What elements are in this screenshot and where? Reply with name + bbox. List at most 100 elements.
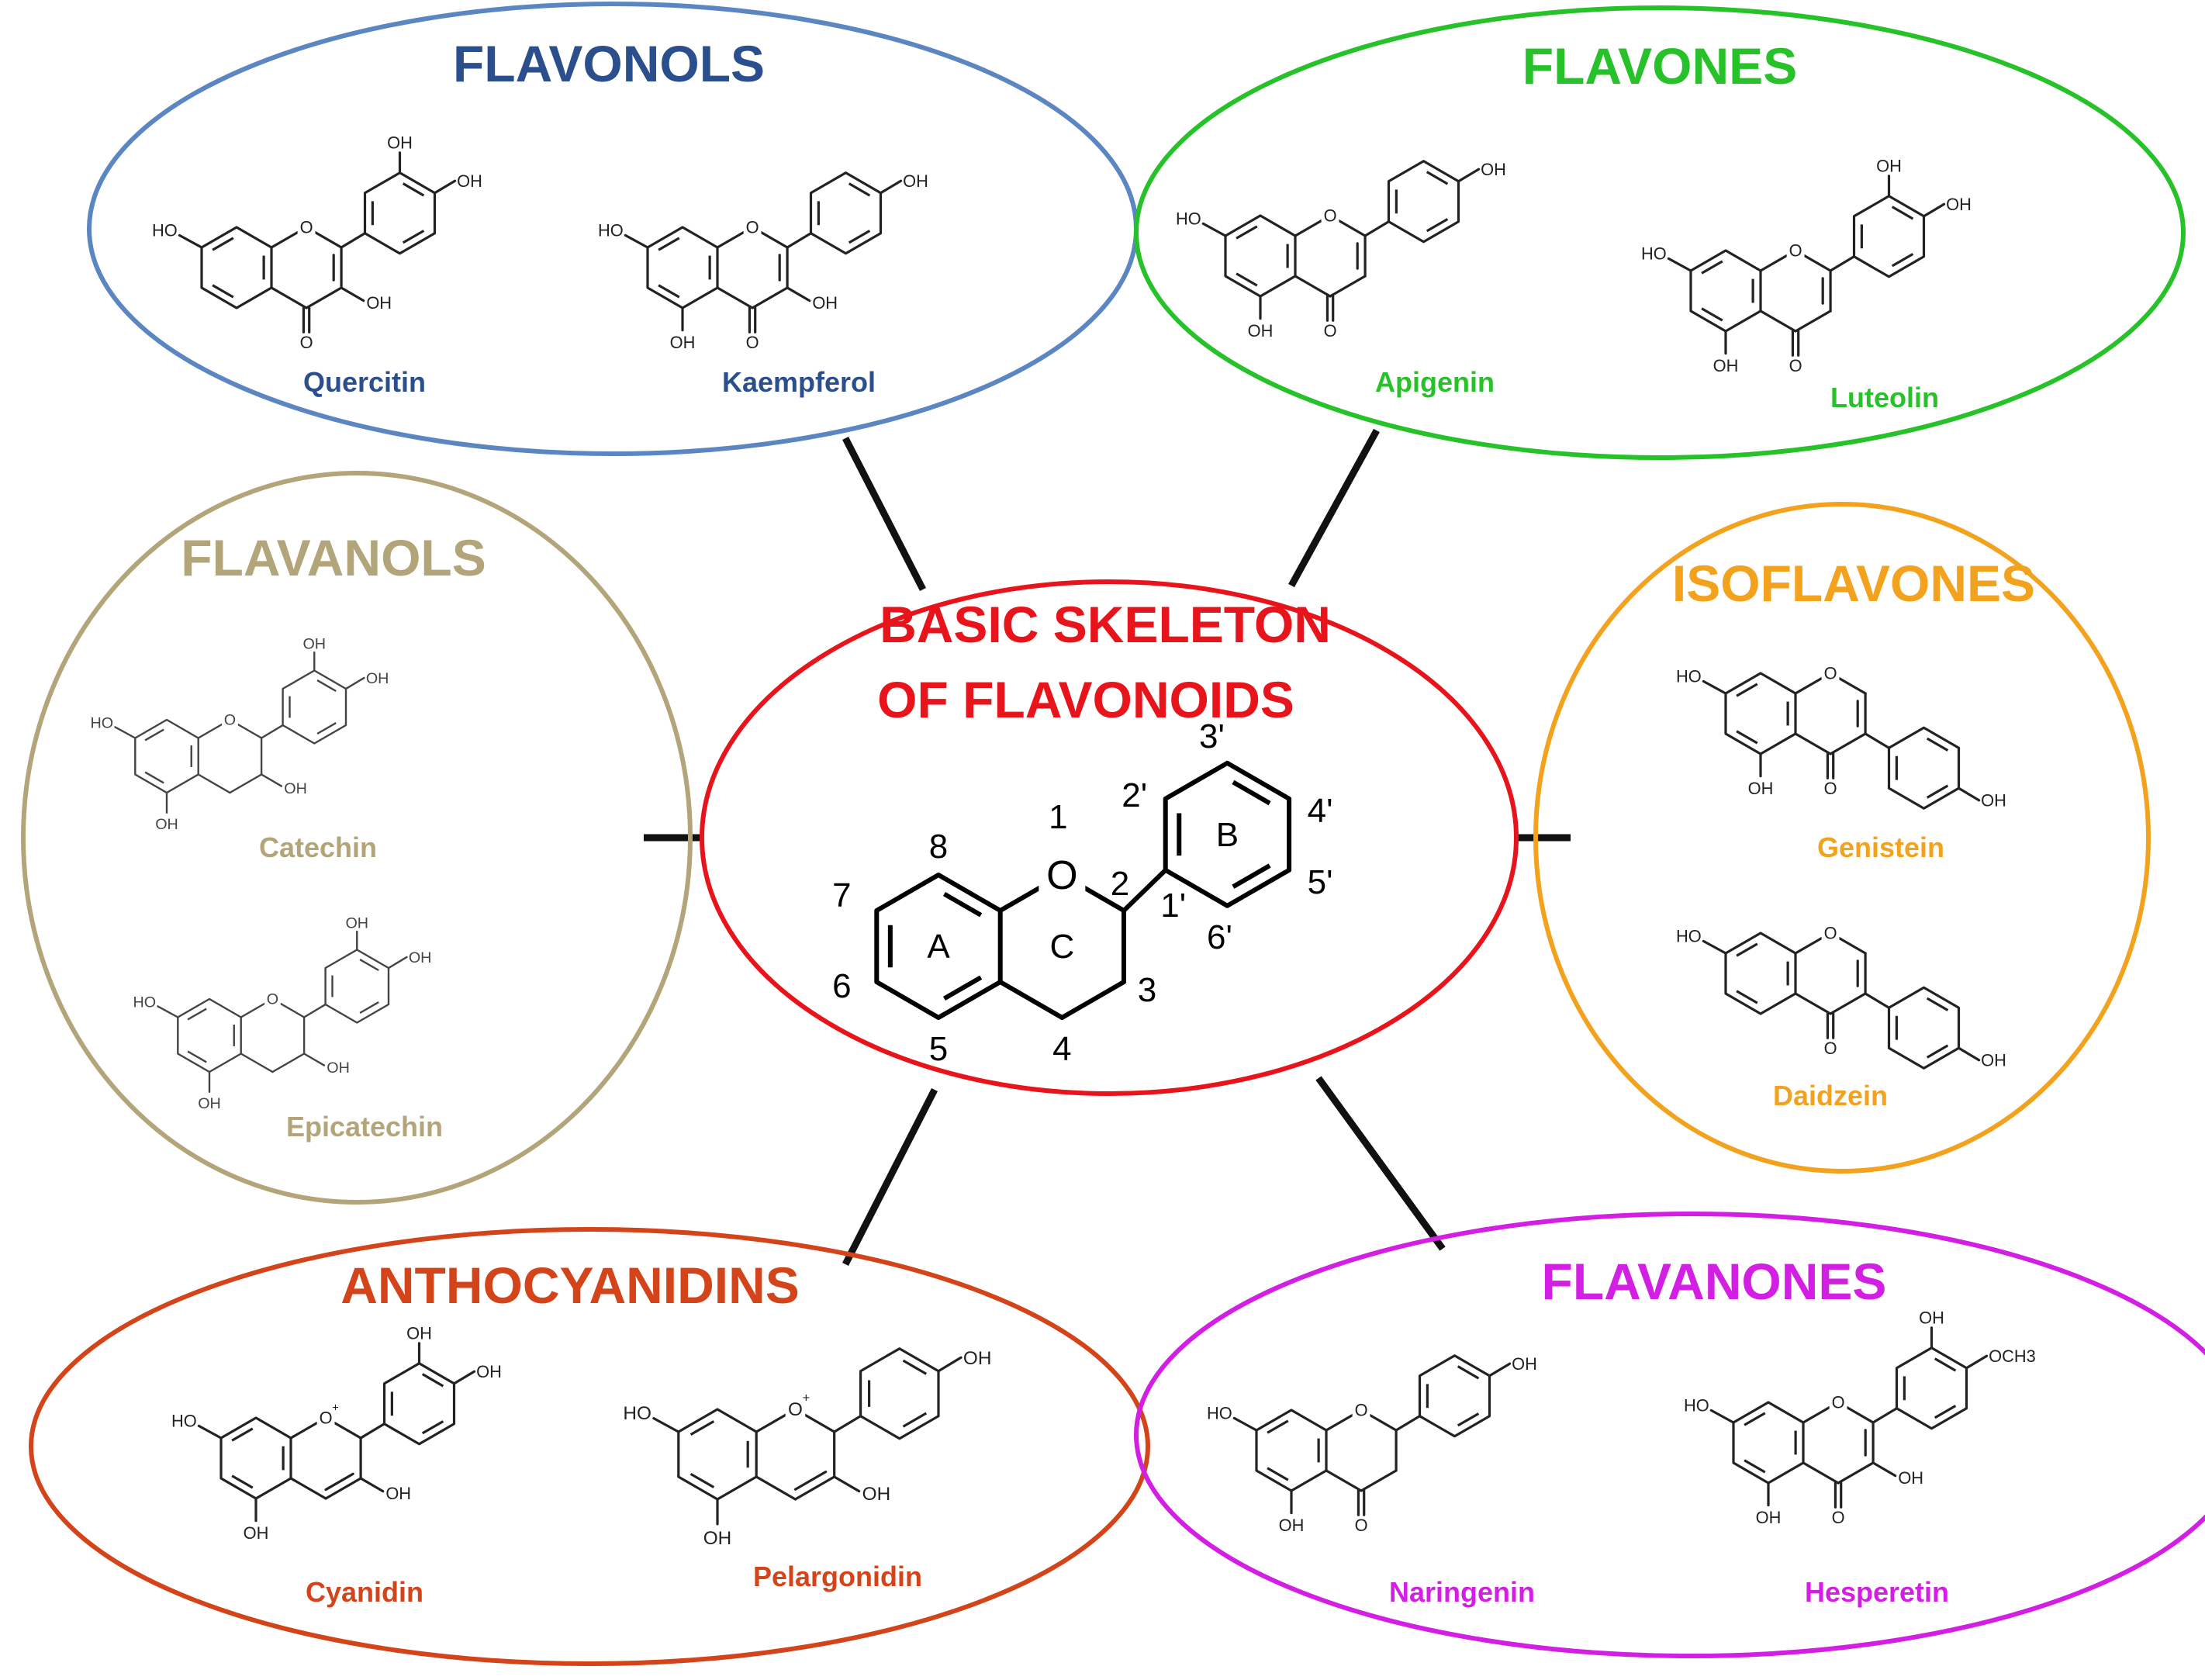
daidzein-a7-oh: HO [1676, 926, 1702, 945]
genistein-ring-b-double-bond [1926, 784, 1949, 799]
genistein-ring-oxygen: O [1824, 663, 1837, 683]
hesperetin-ring-b-double-bond [1934, 1405, 1957, 1419]
naringenin-ring-a [1255, 1409, 1328, 1492]
catechin-ring-oxygen: O [224, 712, 236, 729]
skeleton-ring-b-double-bond [1232, 780, 1271, 806]
quercitin-ring-a-double-bond [212, 237, 234, 251]
kaempferol-name: Kaempferol [722, 366, 876, 398]
hesperetin-ring-a [1732, 1401, 1805, 1485]
hesperetin-b4-substituent: OCH3 [1989, 1346, 2036, 1366]
kaempferol-ring-b [809, 171, 883, 255]
apigenin-b4-substituent: OH [1481, 160, 1506, 179]
cyanidin-a7-oh-bond [197, 1424, 223, 1440]
cyanidin-ring-b [382, 1362, 456, 1446]
daidzein-ring-c-bond [1794, 992, 1832, 1015]
daidzein-name: Daidzein [1773, 1080, 1888, 1111]
pelargonidin-plus-charge: + [803, 1391, 810, 1405]
epicatechin-cb-bond [302, 1003, 327, 1018]
skeleton-cb-bond [1122, 867, 1168, 913]
center-ellipse [700, 579, 1519, 1096]
apigenin-ring-a [1224, 214, 1297, 298]
quercitin-c3-oh-bond [340, 286, 365, 302]
naringenin-a7-oh-bond [1232, 1416, 1258, 1432]
flavanones-ellipse [1134, 1212, 2205, 1658]
quercitin-ring-c-bond [270, 286, 308, 309]
naringenin-a5-oh: OH [1279, 1516, 1305, 1535]
epicatechin-b4-substituent: OH [409, 949, 432, 966]
genistein-ring-a [1724, 672, 1797, 755]
genistein-keto-oxygen: O [1824, 779, 1837, 798]
hesperetin-keto-oxygen: O [1832, 1508, 1845, 1527]
daidzein-ring-oxygen: O [1824, 923, 1837, 942]
kaempferol-keto-oxygen: O [746, 333, 759, 352]
kaempferol-c3-oh-bond [786, 286, 811, 302]
genistein-a7-oh-bond [1702, 679, 1727, 695]
cyanidin-ring-a-double-bond [231, 1427, 254, 1442]
label-bg [297, 216, 316, 235]
naringenin-a7-oh: HO [1207, 1403, 1232, 1422]
skeleton-ring-b [1163, 760, 1292, 908]
epicatechin-b4-oh-bond [387, 956, 408, 970]
catechin-a5-oh: OH [155, 816, 178, 833]
apigenin-cb-bond [1363, 220, 1391, 237]
pelargonidin-ring-b [859, 1347, 940, 1440]
quercitin-ring-oxygen: O [300, 217, 313, 237]
isoflavones-title: ISOFLAVONES [1672, 555, 2035, 612]
epicatechin-c3-oh: OH [327, 1060, 350, 1077]
apigenin-ring-c-bond [1294, 275, 1332, 298]
label-bg [264, 988, 281, 1006]
pelargonidin-c34-double [793, 1471, 828, 1491]
skeleton-position-p5p: 5' [1308, 863, 1333, 901]
label-bg [1821, 662, 1840, 681]
genistein-a7-oh: HO [1676, 666, 1702, 686]
skeleton-position-p7: 7 [832, 876, 851, 914]
pelargonidin-ring-a [677, 1408, 758, 1501]
pelargonidin-a5-oh: OH [703, 1528, 732, 1549]
catechin-ring-a [134, 718, 199, 794]
naringenin-b4-oh-bond [1488, 1362, 1512, 1378]
hesperetin-ring-b-double-bond [1934, 1357, 1957, 1372]
hesperetin-a5-oh: OH [1756, 1508, 1782, 1527]
daidzein-ring-a [1724, 932, 1797, 1015]
luteolin-a7-oh: HO [1641, 244, 1667, 263]
luteolin-ring-c-bond [1759, 309, 1797, 333]
luteolin-ring-b-double-bond [1891, 253, 1914, 268]
label-bg [743, 216, 762, 235]
skeleton-ring-b-double-bond [1232, 863, 1271, 889]
pelargonidin-c3-oh-bond [833, 1475, 861, 1493]
isoflavones-ellipse [1533, 502, 2151, 1174]
flavanols-title: FLAVANOLS [181, 529, 486, 586]
skeleton-position-p1: 1 [1049, 798, 1067, 836]
quercitin-b4-oh-bond [433, 179, 457, 195]
apigenin-ring-b-double-bond [1426, 218, 1449, 233]
epicatechin-a5-oh: OH [198, 1095, 221, 1112]
daidzein-keto-oxygen: O [1824, 1039, 1837, 1058]
pelargonidin-a7-oh: HO [623, 1403, 651, 1424]
quercitin-ring-a [200, 226, 273, 309]
kaempferol-a7-oh: HO [598, 220, 624, 240]
flavanols-ellipse [21, 471, 693, 1205]
daidzein-ring-b-double-bond [1926, 1044, 1949, 1059]
pelargonidin-ring-a-double-bond [689, 1472, 715, 1488]
naringenin-ring-a-double-bond [1267, 1467, 1289, 1481]
epicatechin-c3-oh-bond [302, 1053, 326, 1066]
cyanidin-a7-oh: HO [171, 1411, 197, 1430]
kaempferol-a5-oh: OH [670, 333, 696, 352]
luteolin-name: Luteolin [1830, 382, 1939, 413]
anthocyanidins-title: ANTHOCYANIDINS [340, 1257, 800, 1314]
luteolin-b3-oh: OH [1876, 157, 1902, 176]
cyanidin-c34-double [324, 1472, 354, 1492]
cyanidin-ring-oxygen: O [320, 1408, 333, 1427]
luteolin-ring-b [1852, 195, 1926, 278]
pelargonidin-ring-b-double-bond [902, 1359, 928, 1375]
naringenin-ring-b-double-bond [1457, 1412, 1480, 1427]
luteolin-ring-a-double-bond [1701, 307, 1723, 322]
kaempferol-ring-c-bond [716, 286, 754, 309]
label-bg [1352, 1398, 1370, 1418]
kaempferol-ring-a-double-bond [658, 284, 680, 299]
